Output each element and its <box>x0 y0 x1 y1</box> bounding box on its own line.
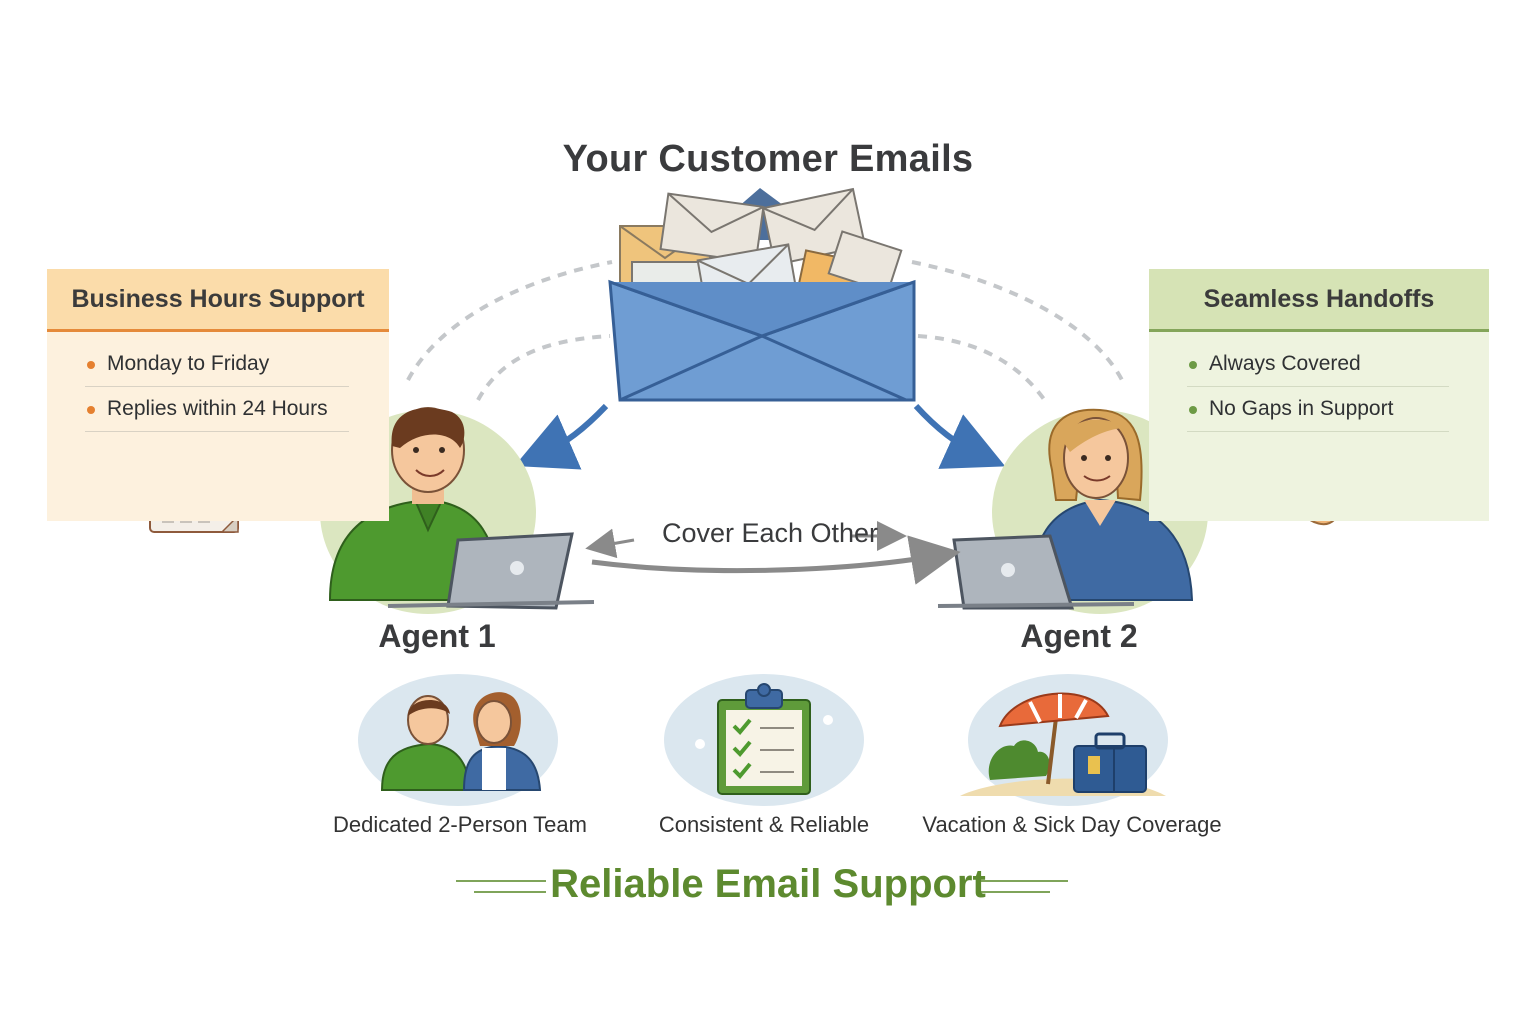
clipboard-checklist-icon <box>664 674 864 806</box>
cover-each-other-label: Cover Each Other <box>661 518 879 548</box>
seamless-handoffs-heading: Seamless Handoffs <box>1149 269 1489 332</box>
seamless-handoffs-list: Always Covered No Gaps in Support <box>1149 346 1489 432</box>
team-icon <box>358 674 558 806</box>
list-item: Replies within 24 Hours <box>85 391 349 432</box>
feature-label-reliable: Consistent & Reliable <box>658 812 870 837</box>
cover-each-other-arrows <box>585 521 961 585</box>
envelope-icon <box>659 192 765 264</box>
list-item: Monday to Friday <box>85 346 349 387</box>
agent1-label: Agent 1 <box>378 618 496 654</box>
footer-title: Reliable Email Support <box>550 862 986 906</box>
business-hours-list: Monday to Friday Replies within 24 Hours <box>47 346 389 432</box>
page-title: Your Customer Emails <box>562 138 974 180</box>
bullet-dot <box>1189 406 1197 414</box>
business-hours-card: Business Hours Support Monday to Friday … <box>47 269 389 521</box>
bullet-dot <box>87 361 95 369</box>
feature-label-coverage: Vacation & Sick Day Coverage <box>922 812 1222 837</box>
seamless-handoffs-card: Seamless Handoffs Always Covered No Gaps… <box>1149 269 1489 521</box>
list-item: Always Covered <box>1187 346 1449 387</box>
feature-label-team: Dedicated 2-Person Team <box>333 812 587 837</box>
bullet-dot <box>1189 361 1197 369</box>
business-hours-heading: Business Hours Support <box>47 269 389 332</box>
email-inbox-icon <box>608 187 916 402</box>
agent2-label: Agent 2 <box>1020 618 1138 654</box>
agent2-illustration <box>937 408 1208 614</box>
bullet-dot <box>87 406 95 414</box>
list-item: No Gaps in Support <box>1187 391 1449 432</box>
arrow-to-agent1 <box>514 403 609 470</box>
beach-umbrella-suitcase-icon <box>960 674 1168 806</box>
arrow-to-agent2 <box>913 403 1006 469</box>
dashed-connector-arcs <box>406 260 1124 404</box>
footer-decoration-lines <box>456 880 1068 893</box>
